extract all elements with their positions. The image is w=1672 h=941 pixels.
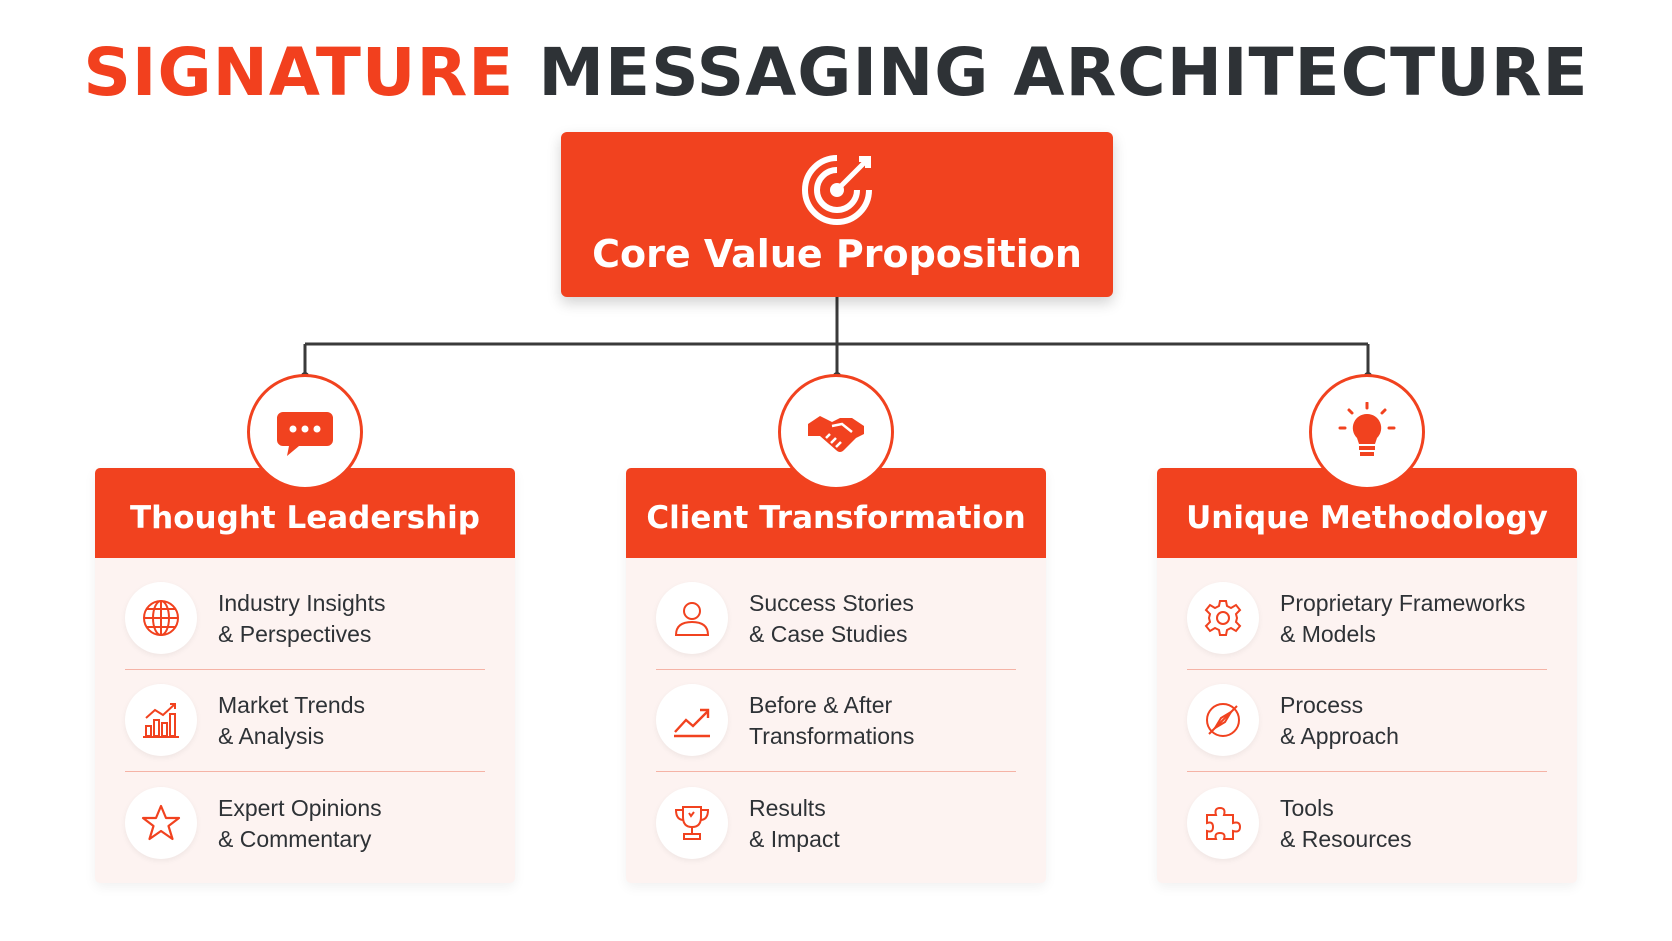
column-title: Unique Methodology [1186, 500, 1548, 536]
item-line1: Success Stories [749, 590, 914, 616]
item-line1: Process [1280, 692, 1364, 718]
divider [125, 771, 485, 772]
item-line2: & Approach [1280, 723, 1399, 749]
bar-chart-icon [143, 703, 179, 738]
item-text: Proprietary Frameworks & Models [1280, 588, 1550, 650]
item-line2: & Commentary [218, 826, 372, 852]
title-accent: SIGNATURE [83, 34, 515, 111]
column-client-transformation: Client Transformation Success Stories & … [626, 374, 1046, 883]
list-item: Industry Insights & Perspectives [125, 568, 485, 670]
item-icon-wrap [656, 684, 728, 756]
item-line1: Proprietary Frameworks [1280, 590, 1526, 616]
star-icon [141, 804, 181, 841]
globe-icon [143, 600, 179, 636]
item-text: Results & Impact [749, 793, 1019, 855]
column-badge [1309, 374, 1425, 490]
item-icon-wrap [656, 582, 728, 654]
list-item: Before & After Transformations [656, 670, 1016, 772]
divider [1187, 771, 1547, 772]
list-item: Proprietary Frameworks & Models [1187, 568, 1547, 670]
item-icon-wrap [125, 684, 197, 756]
chat-bubble-icon [277, 412, 333, 456]
column-badge [778, 374, 894, 490]
item-line1: Expert Opinions [218, 795, 382, 821]
target-icon [802, 155, 872, 225]
handshake-icon [808, 416, 864, 452]
item-icon-wrap [1187, 787, 1259, 859]
item-line1: Results [749, 795, 826, 821]
item-line1: Market Trends [218, 692, 365, 718]
puzzle-icon [1206, 806, 1242, 840]
divider [1187, 669, 1547, 670]
item-line2: & Resources [1280, 826, 1412, 852]
item-icon-wrap [1187, 582, 1259, 654]
column-title: Thought Leadership [130, 500, 480, 536]
title-rest: MESSAGING ARCHITECTURE [538, 34, 1589, 111]
divider [656, 771, 1016, 772]
item-line2: & Impact [749, 826, 840, 852]
trophy-icon [674, 806, 710, 840]
column-unique-methodology: Unique Methodology [1157, 374, 1577, 883]
core-value-label: Core Value Proposition [592, 232, 1082, 276]
list-item: Process & Approach [1187, 670, 1547, 772]
item-line1: Before & After [749, 692, 893, 718]
page-title: SIGNATURE MESSAGING ARCHITECTURE [0, 34, 1672, 111]
item-line2: & Analysis [218, 723, 325, 749]
divider [125, 669, 485, 670]
list-item: Results & Impact [656, 773, 1016, 875]
item-text: Market Trends & Analysis [218, 690, 488, 752]
item-icon-wrap [125, 582, 197, 654]
item-text: Tools & Resources [1280, 793, 1550, 855]
item-line1: Industry Insights [218, 590, 386, 616]
user-icon [674, 602, 710, 636]
item-line2: & Case Studies [749, 621, 908, 647]
list-item: Success Stories & Case Studies [656, 568, 1016, 670]
item-text: Industry Insights & Perspectives [218, 588, 488, 650]
item-icon-wrap [1187, 684, 1259, 756]
gear-icon [1204, 600, 1242, 636]
item-text: Success Stories & Case Studies [749, 588, 1019, 650]
item-text: Expert Opinions & Commentary [218, 793, 488, 855]
item-line2: & Models [1280, 621, 1376, 647]
item-icon-wrap [125, 787, 197, 859]
core-value-box: Core Value Proposition [561, 132, 1113, 297]
lightbulb-icon [1338, 402, 1396, 456]
list-item: Expert Opinions & Commentary [125, 773, 485, 875]
column-title: Client Transformation [646, 500, 1026, 536]
item-icon-wrap [656, 787, 728, 859]
item-line2: & Perspectives [218, 621, 372, 647]
trend-up-icon [674, 708, 710, 738]
item-text: Process & Approach [1280, 690, 1550, 752]
item-line2: Transformations [749, 723, 915, 749]
divider [656, 669, 1016, 670]
item-text: Before & After Transformations [749, 690, 1019, 752]
list-item: Market Trends & Analysis [125, 670, 485, 772]
column-badge [247, 374, 363, 490]
list-item: Tools & Resources [1187, 773, 1547, 875]
item-line1: Tools [1280, 795, 1334, 821]
compass-icon [1206, 703, 1240, 737]
column-thought-leadership: Thought Leadership Industry Insights & P… [95, 374, 515, 883]
